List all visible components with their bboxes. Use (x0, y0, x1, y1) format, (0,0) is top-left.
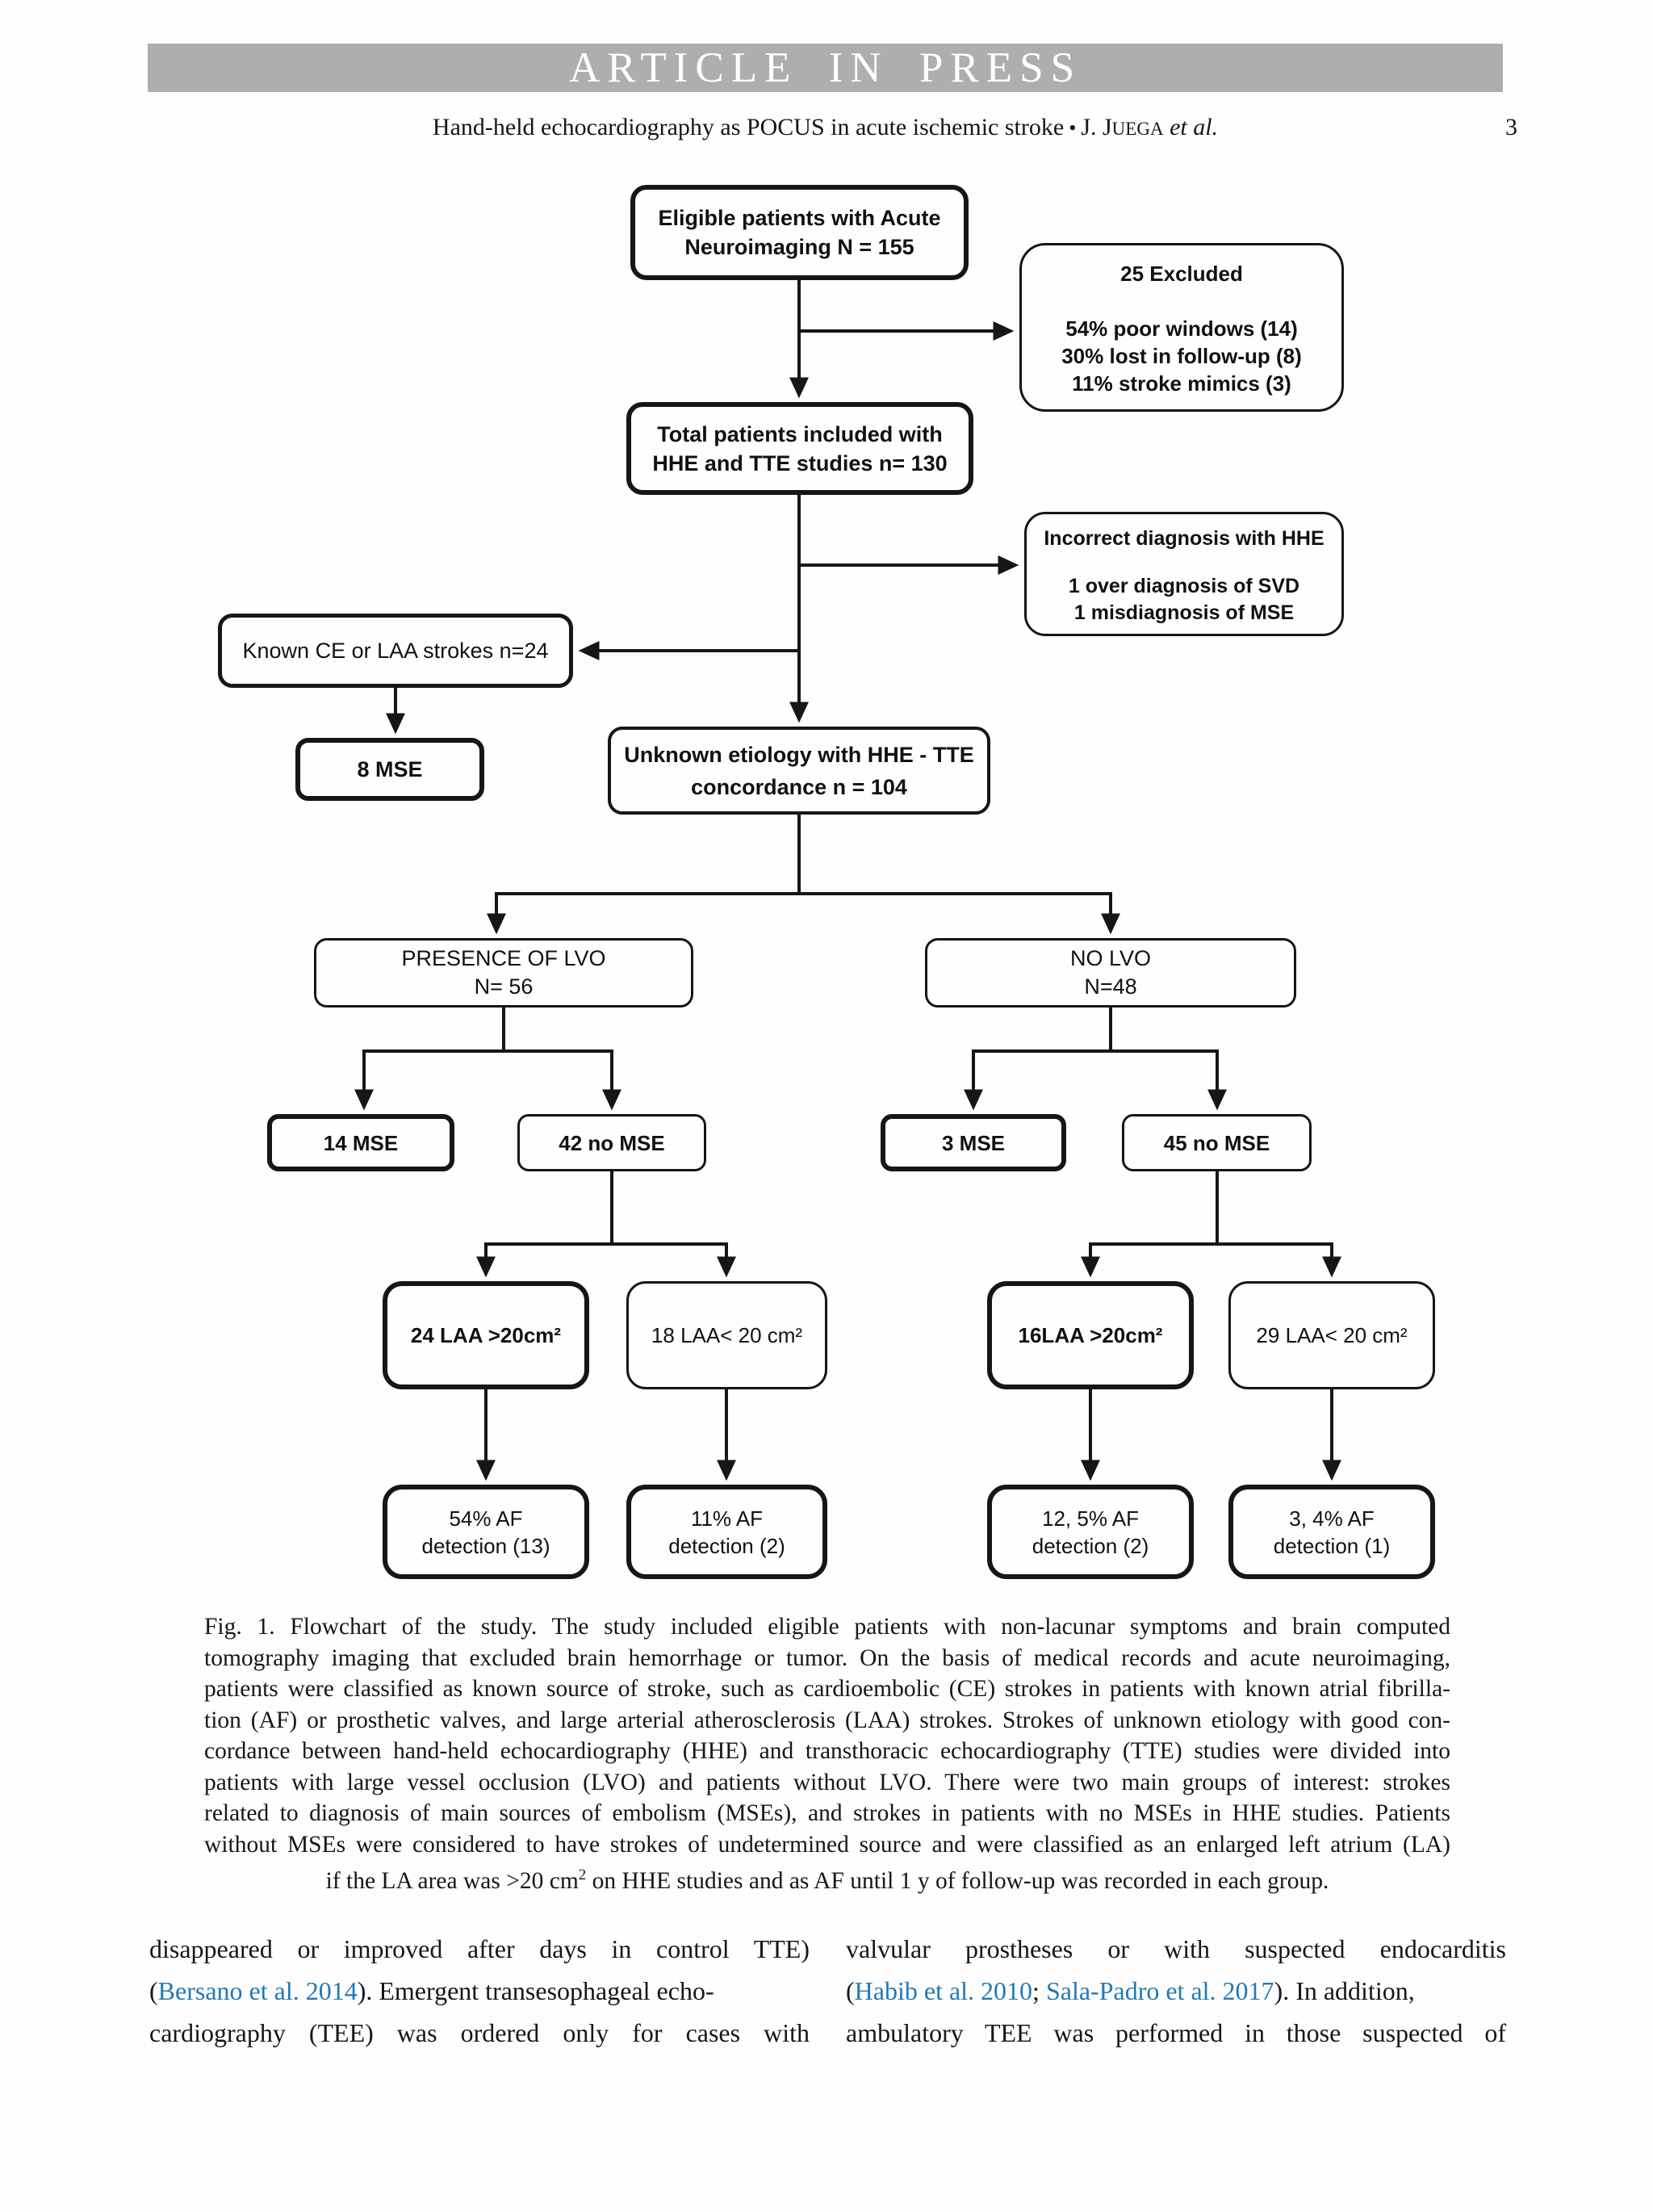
flowchart-node-42-no-mse: 42 no MSE (517, 1114, 706, 1171)
flowchart-node-16-laa-gt20: 16LAA >20cm² (987, 1281, 1194, 1389)
flowchart-node-24-laa-gt20: 24 LAA >20cm² (383, 1281, 589, 1389)
flowchart-node-45-no-mse: 45 no MSE (1122, 1114, 1312, 1171)
running-head-author: J. J (1081, 114, 1112, 140)
caption-line: tomography imaging that excluded brain h… (204, 1644, 1450, 1671)
page-number: 3 (1505, 114, 1517, 140)
flowchart-node-known-ce-laa: Known CE or LAA strokes n=24 (218, 614, 573, 688)
body-line: valvular prostheses or with suspected en… (846, 1934, 1506, 1963)
flowchart-node-excluded: 25 Excluded 54% poor windows (14) 30% lo… (1019, 243, 1344, 412)
flowchart-node-8-mse: 8 MSE (295, 738, 484, 801)
banner-label: ARTICLE IN PRESS (568, 44, 1082, 91)
flowchart-node-total-included: Total patients included with HHE and TTE… (626, 402, 973, 495)
running-head-title: Hand-held echocardiography as POCUS in a… (432, 114, 1065, 140)
flowchart-node-unknown-etiology: Unknown etiology with HHE - TTE concorda… (608, 727, 990, 815)
body-line: cardiography (TEE) was ordered only for … (149, 2018, 810, 2047)
excluded-title: 25 Excluded (1120, 262, 1243, 286)
flowchart-node-no-lvo: NO LVO N=48 (925, 938, 1296, 1008)
citation-link-bersano-2014[interactable]: Bersano et al. 2014 (157, 1976, 358, 2005)
flowchart-node-incorrect-diagnosis: Incorrect diagnosis with HHE 1 over diag… (1024, 512, 1344, 636)
flowchart-node-18-laa-lt20: 18 LAA< 20 cm² (626, 1281, 827, 1389)
body-line: (Bersano et al. 2014). Emergent transeso… (149, 1976, 714, 2005)
caption-line: patients were classified as known source… (204, 1676, 1450, 1702)
body-column-left: disappeared or improved after days in co… (149, 1928, 810, 2054)
body-line: ambulatory TEE was performed in those su… (846, 2018, 1506, 2047)
running-head: Hand-held echocardiography as POCUS in a… (148, 114, 1503, 141)
body-line: disappeared or improved after days in co… (149, 1934, 810, 1963)
incorrect-title: Incorrect diagnosis with HHE (1044, 527, 1324, 550)
running-head-etal: et al. (1163, 114, 1219, 140)
article-in-press-banner: ARTICLE IN PRESS (148, 44, 1503, 92)
caption-line: cordance between hand-held echocardiogra… (204, 1738, 1450, 1764)
flowchart-node-eligible-patients: Eligible patients with Acute Neuroimagin… (630, 185, 969, 280)
flowchart-node-presence-lvo: PRESENCE OF LVO N= 56 (314, 938, 693, 1008)
flowchart-node-3-mse: 3 MSE (881, 1114, 1066, 1171)
citation-link-sala-padro-2017[interactable]: Sala-Padro et al. 2017 (1045, 1976, 1274, 2005)
caption-last-line: if the LA area was >20 cm2 on HHE studie… (325, 1866, 1329, 1894)
flowchart-node-29-laa-lt20: 29 LAA< 20 cm² (1228, 1281, 1435, 1389)
running-head-author-smallcaps: UEGA (1111, 119, 1164, 139)
flowchart-node-14-mse: 14 MSE (267, 1114, 454, 1171)
bullet-separator: • (1069, 116, 1077, 140)
flowchart-node-af-34: 3, 4% AF detection (1) (1228, 1485, 1435, 1579)
flowchart-node-af-11: 11% AF detection (2) (626, 1485, 827, 1579)
flowchart-node-af-54: 54% AF detection (13) (383, 1485, 589, 1579)
body-column-right: valvular prostheses or with suspected en… (846, 1928, 1506, 2054)
caption-line: tion (AF) or prosthetic valves, and larg… (204, 1707, 1450, 1733)
caption-line: Fig. 1. Flowchart of the study. The stud… (204, 1614, 1450, 1640)
body-line: (Habib et al. 2010; Sala-Padro et al. 20… (846, 1976, 1415, 2005)
caption-line: patients with large vessel occlusion (LV… (204, 1769, 1450, 1795)
figure-caption: Fig. 1. Flowchart of the study. The stud… (204, 1611, 1450, 1896)
flowchart-node-af-125: 12, 5% AF detection (2) (987, 1485, 1194, 1579)
caption-line: related to diagnosis of main sources of … (204, 1800, 1450, 1826)
caption-line: without MSEs were considered to have str… (204, 1831, 1450, 1858)
citation-link-habib-2010[interactable]: Habib et al. 2010 (854, 1976, 1033, 2005)
